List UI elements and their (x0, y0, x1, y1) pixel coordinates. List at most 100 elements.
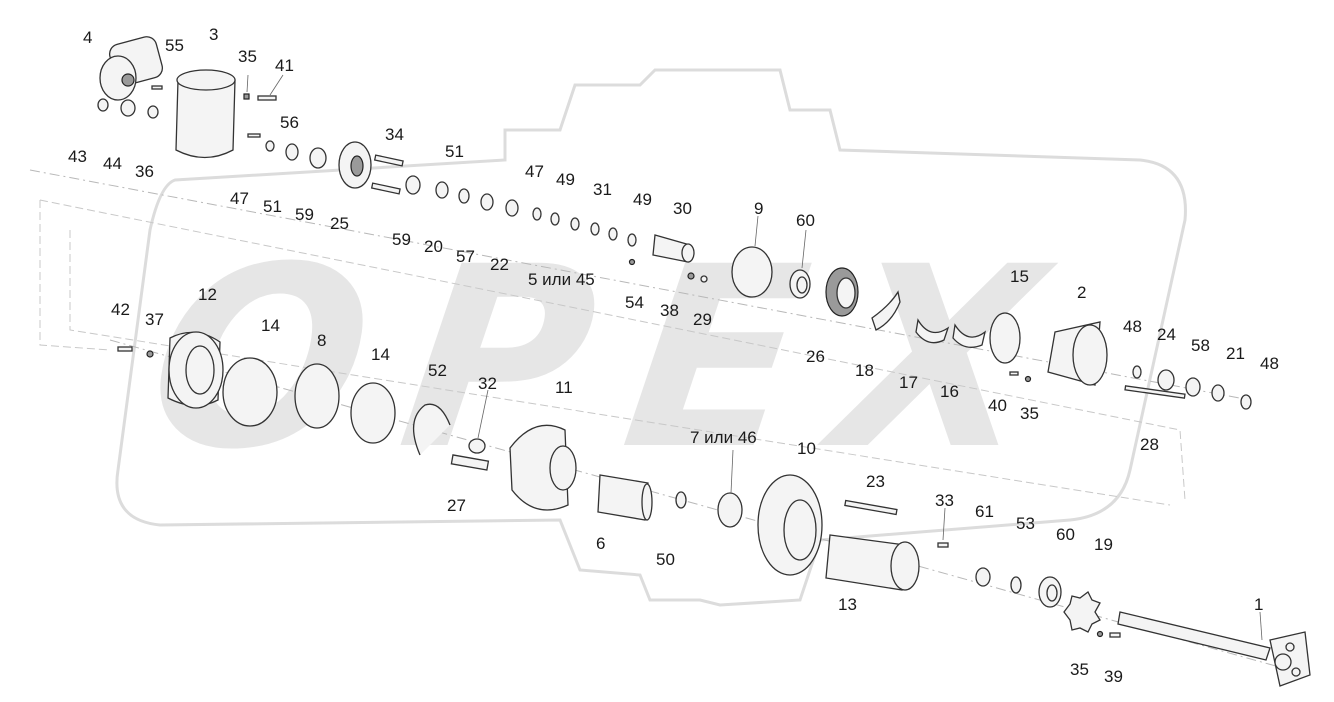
part-14-ring-b (350, 382, 396, 444)
part-31-ring-a (570, 217, 580, 231)
part-14-ring-a (222, 357, 278, 427)
callout-54: 54 (625, 293, 644, 312)
callout-60-b: 60 (1056, 525, 1075, 544)
callout-35: 35 (238, 47, 257, 66)
part-53-ring (1010, 576, 1022, 594)
callout-58: 58 (1191, 336, 1210, 355)
callout-18: 18 (855, 361, 874, 380)
part-47-ring-a (265, 140, 275, 152)
part-34-pin-b (370, 182, 401, 195)
part-47-ring-b (532, 207, 542, 221)
part-33-screw (937, 542, 949, 548)
callout-57: 57 (456, 247, 475, 266)
leader-41 (269, 74, 284, 96)
part-23-key (844, 499, 898, 516)
part-60-bearing-b (1038, 576, 1062, 608)
part-31-ring-b (590, 222, 600, 236)
leader-35a (246, 74, 249, 93)
callout-59: 59 (295, 205, 314, 224)
callout-14: 14 (261, 316, 280, 335)
callout-32: 32 (478, 374, 497, 393)
callout-23: 23 (866, 472, 885, 491)
part-39-screw (1109, 632, 1121, 638)
part-11-flange (509, 424, 577, 511)
callout-2: 2 (1077, 283, 1086, 302)
callout-47-b: 47 (525, 162, 544, 181)
part-30-hub (652, 234, 695, 263)
callout-51-b: 51 (263, 197, 282, 216)
part-49-ring-a (550, 212, 560, 226)
callout-29: 29 (693, 310, 712, 329)
callout-34: 34 (385, 125, 404, 144)
part-58-bearing (1185, 377, 1201, 397)
leader-32 (477, 389, 489, 439)
part-50-ring (675, 491, 687, 509)
part-6-sleeve (597, 474, 653, 521)
callout-47: 47 (230, 189, 249, 208)
part-2-cover (1047, 321, 1108, 386)
frame-dashed-inner (69, 230, 1171, 506)
callout-44: 44 (103, 154, 122, 173)
callout-15: 15 (1010, 267, 1029, 286)
callout-35-b: 35 (1020, 404, 1039, 423)
part-28-rod (1124, 385, 1186, 399)
callout-24: 24 (1157, 325, 1176, 344)
part-ring-512 (505, 199, 519, 217)
leader-1 (1259, 611, 1263, 641)
callout-43: 43 (68, 147, 87, 166)
part-51-snapring (285, 143, 299, 161)
part-37-washer (146, 350, 154, 358)
callout-53: 53 (1016, 514, 1035, 533)
callout-48: 48 (1123, 317, 1142, 336)
part-1-shaft (1117, 611, 1311, 687)
part-52-snapring (413, 403, 451, 456)
part-60-bearing-a (789, 269, 811, 299)
part-40-pin (1009, 371, 1019, 376)
part-35-pin-top (243, 93, 250, 100)
part-10-disc (757, 474, 823, 576)
watermark-gear-outline (115, 68, 1187, 607)
part-27-pin (450, 454, 490, 471)
callout-6: 6 (596, 534, 605, 553)
part-56-pin (247, 133, 261, 138)
part-17-shell (915, 318, 950, 344)
callout-31: 31 (593, 180, 612, 199)
part-43-washer (97, 98, 109, 112)
part-42-bolt (117, 346, 133, 352)
callout-11: 11 (555, 378, 573, 397)
callout-27: 27 (447, 496, 466, 515)
part-54-ball (628, 258, 636, 266)
part-31-ring-c (608, 227, 618, 241)
callout-1: 1 (1254, 595, 1263, 614)
callout-52: 52 (428, 361, 447, 380)
part-57-ring (458, 188, 470, 204)
callout-59-b: 59 (392, 230, 411, 249)
callout-61: 61 (975, 502, 994, 521)
part-49-ring-b (627, 233, 637, 247)
part-35-ball-low (1096, 630, 1104, 638)
part-41-bolt (257, 95, 277, 101)
callout-26: 26 (806, 347, 825, 366)
frame-dashed-top (39, 199, 1186, 501)
callout-49-b: 49 (633, 190, 652, 209)
callout-25: 25 (330, 214, 349, 233)
callout-49: 49 (556, 170, 575, 189)
part-24-seal (1157, 369, 1175, 391)
part-44-bushing (120, 99, 136, 117)
callout-30: 30 (673, 199, 692, 218)
part-61-seal (975, 567, 991, 587)
callout-37: 37 (145, 310, 164, 329)
part-8-ring (294, 363, 340, 429)
leader-60a (801, 229, 807, 269)
callout-13: 13 (838, 595, 857, 614)
callout-3: 3 (209, 25, 218, 44)
leader-33 (942, 507, 946, 541)
callout-10: 10 (797, 439, 816, 458)
leader-7 (730, 449, 734, 494)
callout-60: 60 (796, 211, 815, 230)
callout-9: 9 (754, 199, 763, 218)
part-36-washer (147, 105, 159, 119)
upper-axis-line (29, 169, 1251, 401)
part-15-gasket (989, 312, 1021, 364)
callout-8: 8 (317, 331, 326, 350)
